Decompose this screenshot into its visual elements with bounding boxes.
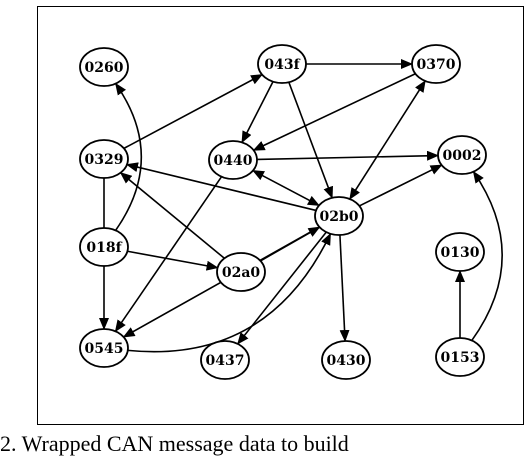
node-ellipse [435,337,485,377]
edge-043f-to-02b0 [288,81,333,199]
edge-043f-to-0440 [241,81,274,144]
node-0329: 0329 [79,139,129,179]
node-ellipse [79,47,129,87]
edges-layer [99,59,503,353]
edge-0440-to-02b0 [252,169,320,207]
node-02a0: 02a0 [216,252,266,292]
nodes-layer: 0260 043f 0370 0329 0440 0002 02b0 018f 02a0 0130… [79,44,487,380]
node-ellipse [257,44,307,84]
node-ellipse [314,196,364,236]
node-0437: 0437 [200,340,250,380]
edge-018f-to-0260 [114,82,142,231]
node-0153: 0153 [435,337,485,377]
node-label: 0430 [327,353,366,369]
node-0545: 0545 [79,328,129,368]
node-label: 0153 [441,350,480,366]
node-label: 0130 [441,245,480,261]
node-label: 043f [264,57,300,73]
node-label: 0545 [85,341,124,357]
node-ellipse [79,227,129,267]
edge-02a0-to-0329 [119,172,225,259]
edge-0370-to-02b0 [349,80,426,200]
node-ellipse [208,140,258,180]
node-0260: 0260 [79,47,129,87]
node-label: 02b0 [319,209,358,225]
edge-0370-to-0440 [252,73,416,151]
node-label: 0440 [214,153,253,169]
node-ellipse [321,340,371,380]
node-0370: 0370 [411,44,461,84]
node-ellipse [437,135,487,175]
figure-caption: 2. Wrapped CAN message data to build [0,432,349,456]
node-0440: 0440 [208,140,258,180]
edge-02a0-to-02b0 [260,226,321,262]
node-label: 0260 [85,60,124,76]
edge-0153-to-0002 [471,170,503,341]
node-ellipse [435,232,485,272]
node-label: 0329 [85,152,124,168]
node-0130: 0130 [435,232,485,272]
edge-0545-to-02b0 [127,232,332,353]
node-label: 018f [86,240,122,256]
node-label: 0370 [417,57,456,73]
node-ellipse [411,44,461,84]
edge-02b0-to-0329 [125,162,317,212]
edge-0329-to-043f [123,73,263,150]
node-ellipse [79,139,129,179]
node-0002: 0002 [437,135,487,175]
node-0430: 0430 [321,340,371,380]
node-ellipse [79,328,129,368]
node-043f: 043f [257,44,307,84]
node-02b0: 02b0 [314,196,364,236]
edge-02b0-to-0430 [339,234,350,343]
edge-018f-to-02a0 [127,250,219,271]
node-label: 0002 [443,148,482,164]
node-label: 02a0 [222,265,261,281]
edge-0440-to-0002 [256,150,440,161]
node-label: 0437 [206,353,245,369]
edge-02b0-to-0002 [358,164,443,207]
edge-0440-to-0545 [114,176,223,333]
diagram-frame [37,6,524,425]
node-ellipse [200,340,250,380]
node-018f: 018f [79,227,129,267]
node-ellipse [216,252,266,292]
